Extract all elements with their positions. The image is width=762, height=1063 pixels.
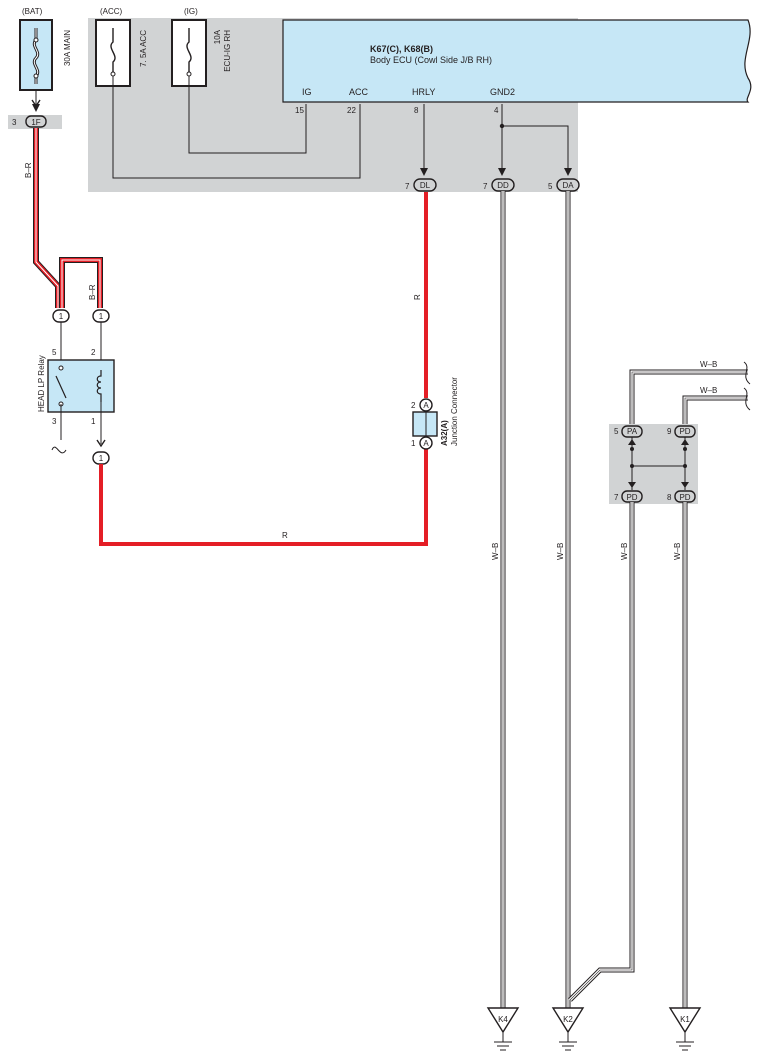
wire-w-b-top-1 [629,369,748,424]
connector-1f [25,115,47,128]
ground-k1: K1 [668,1007,702,1051]
connector-pd-bl-pin: 7 [614,493,619,502]
wire-acc-internal [112,76,361,179]
relay-coil-icon [96,370,102,402]
svg-text:PD: PD [679,427,690,436]
junction-code: A32(A) [440,420,449,446]
svg-text:PA: PA [627,427,638,436]
fuse-acc-icon [110,28,116,74]
wire-label-w-b-3: W–B [620,543,629,560]
fuse-acc-source: (ACC) [100,7,123,16]
wire-w-b-pd-left [568,502,635,1002]
junction-pin-bottom: 1 [411,439,416,448]
connector-pd-top-pin: 9 [667,427,672,436]
wire-ig-internal [188,76,307,154]
svg-text:DL: DL [420,181,431,190]
arrow-gnd2-da [564,168,572,176]
wire-break-icon-1 [743,361,751,385]
ecu-subtitle: Body ECU (Cowl Side J/B RH) [370,55,492,65]
junction-pin-top: 2 [411,401,416,410]
fuse-acc-label: 7. 5A ACC [139,30,148,67]
fuse-ig-label-1: 10A [213,29,222,44]
svg-text:K4: K4 [498,1015,508,1024]
wire-label-w-b-2: W–B [556,543,565,560]
svg-text:K1: K1 [680,1015,690,1024]
fuse-bat-label: 30A MAIN [63,30,72,66]
connector-dl-pin: 7 [405,182,410,191]
wire-label-r-horizontal: R [282,531,288,540]
ecu-terminal-ig: IG [302,87,312,97]
ecu-pin-hrly: 8 [414,106,419,115]
body-ecu-box [282,19,752,103]
wire-w-b-top-2 [682,395,748,424]
svg-text:PD: PD [626,493,637,502]
relay-pin-3: 3 [52,417,57,426]
wire-label-b-r-2: B–R [88,284,97,300]
junction-connector-top: A [423,401,429,410]
connector-1f-pin: 3 [12,118,17,127]
svg-text:K2: K2 [563,1015,573,1024]
ecu-pin-ig: 15 [295,106,304,115]
fuse-bat-source: (BAT) [22,7,43,16]
connector-dd-pin: 7 [483,182,488,191]
svg-text:1: 1 [99,454,104,463]
svg-text:1: 1 [59,312,64,321]
wire-label-r-vertical: R [413,294,422,300]
arrow-hrly [420,168,428,176]
wire-label-w-b-1: W–B [491,543,500,560]
connector-da-pin: 5 [548,182,553,191]
wire-label-w-b-top2: W–B [700,386,717,395]
ground-k4: K4 [486,1007,520,1051]
relay-pin-5: 5 [52,348,57,357]
wire-label-b-r-1: B–R [24,162,33,178]
fuse-ig-label-2: ECU-IG RH [223,30,232,72]
wire-label-w-b-4: W–B [673,543,682,560]
wire-r-horizontal [99,448,428,546]
relay-switch-icon [55,375,67,399]
ecu-pin-acc: 22 [347,106,356,115]
ecu-title: K67(C), K68(B) [370,44,433,54]
junction-connector-bottom: A [423,439,429,448]
ecu-terminal-gnd2: GND2 [490,87,515,97]
junction-label: Junction Connector [450,377,459,446]
wire-label-w-b-top1: W–B [700,360,717,369]
connector-1f-code: 1F [31,118,40,127]
connector-pd-br-pin: 8 [667,493,672,502]
ecu-pin-gnd2: 4 [494,106,499,115]
head-lp-relay-box [47,359,115,413]
svg-text:DD: DD [497,181,509,190]
fuse-ig-icon [186,28,192,74]
wire-break-icon [51,446,67,454]
ground-k2: K2 [551,1007,585,1051]
svg-text:PD: PD [679,493,690,502]
relay-label: HEAD LP Relay [37,355,46,412]
relay-pin-1: 1 [91,417,96,426]
ecu-terminal-hrly: HRLY [412,87,435,97]
connector-dl [413,178,437,192]
fuse-ig-source: (IG) [184,7,198,16]
arrow-gnd2-dd [498,168,506,176]
connector-pa-pin: 5 [614,427,619,436]
wire-break-icon-2 [743,387,751,411]
svg-text:DA: DA [562,181,574,190]
svg-text:1: 1 [99,312,104,321]
relay-pin-2: 2 [91,348,96,357]
ecu-terminal-acc: ACC [349,87,369,97]
junction-connector-box [412,411,438,437]
